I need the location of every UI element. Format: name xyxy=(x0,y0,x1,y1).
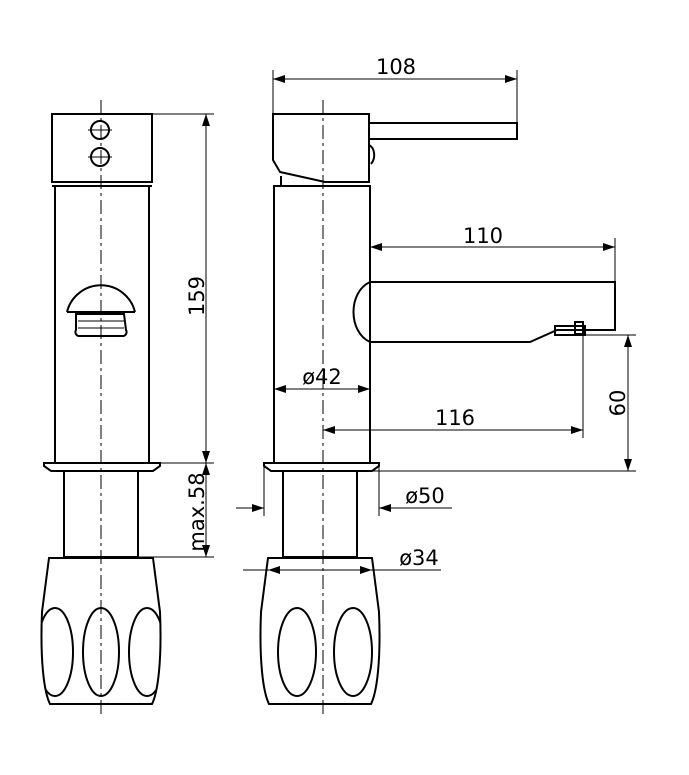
deck-thickness-label: max.58 xyxy=(185,472,209,551)
screw-holes-icon xyxy=(88,120,112,167)
spout-reach-dimension: 110 xyxy=(370,224,616,282)
side-view xyxy=(259,100,616,716)
base-diameter-label: ø50 xyxy=(405,484,445,508)
outlet-height-label: 60 xyxy=(606,390,630,417)
shank-diameter-dimension: ø34 xyxy=(243,546,441,574)
height-dimension: 159 xyxy=(152,113,214,464)
outlet-reach-label: 116 xyxy=(435,406,475,430)
lever-handle xyxy=(368,122,518,165)
front-cap xyxy=(51,113,153,183)
side-fixing-nut xyxy=(259,557,381,705)
deck-thickness-dimension: max.58 xyxy=(138,463,214,558)
base-diameter-dimension: ø50 xyxy=(236,466,452,516)
body-diameter-label: ø42 xyxy=(302,365,342,389)
body-diameter-dimension: ø42 xyxy=(274,365,370,393)
side-cap xyxy=(272,113,370,183)
overall-width-dimension: 108 xyxy=(272,55,518,123)
shank-diameter-label: ø34 xyxy=(399,546,439,570)
height-label: 159 xyxy=(185,276,209,316)
front-base-flange xyxy=(43,462,161,472)
side-shank xyxy=(282,470,358,558)
overall-width-label: 108 xyxy=(376,55,416,79)
side-base-flange xyxy=(263,462,380,472)
front-body xyxy=(54,185,150,464)
spout xyxy=(352,281,616,343)
outlet-reach-dimension: 116 xyxy=(323,335,584,438)
outlet-height-dimension: 60 xyxy=(372,334,636,472)
front-view xyxy=(40,100,162,716)
spout-reach-label: 110 xyxy=(463,224,503,248)
